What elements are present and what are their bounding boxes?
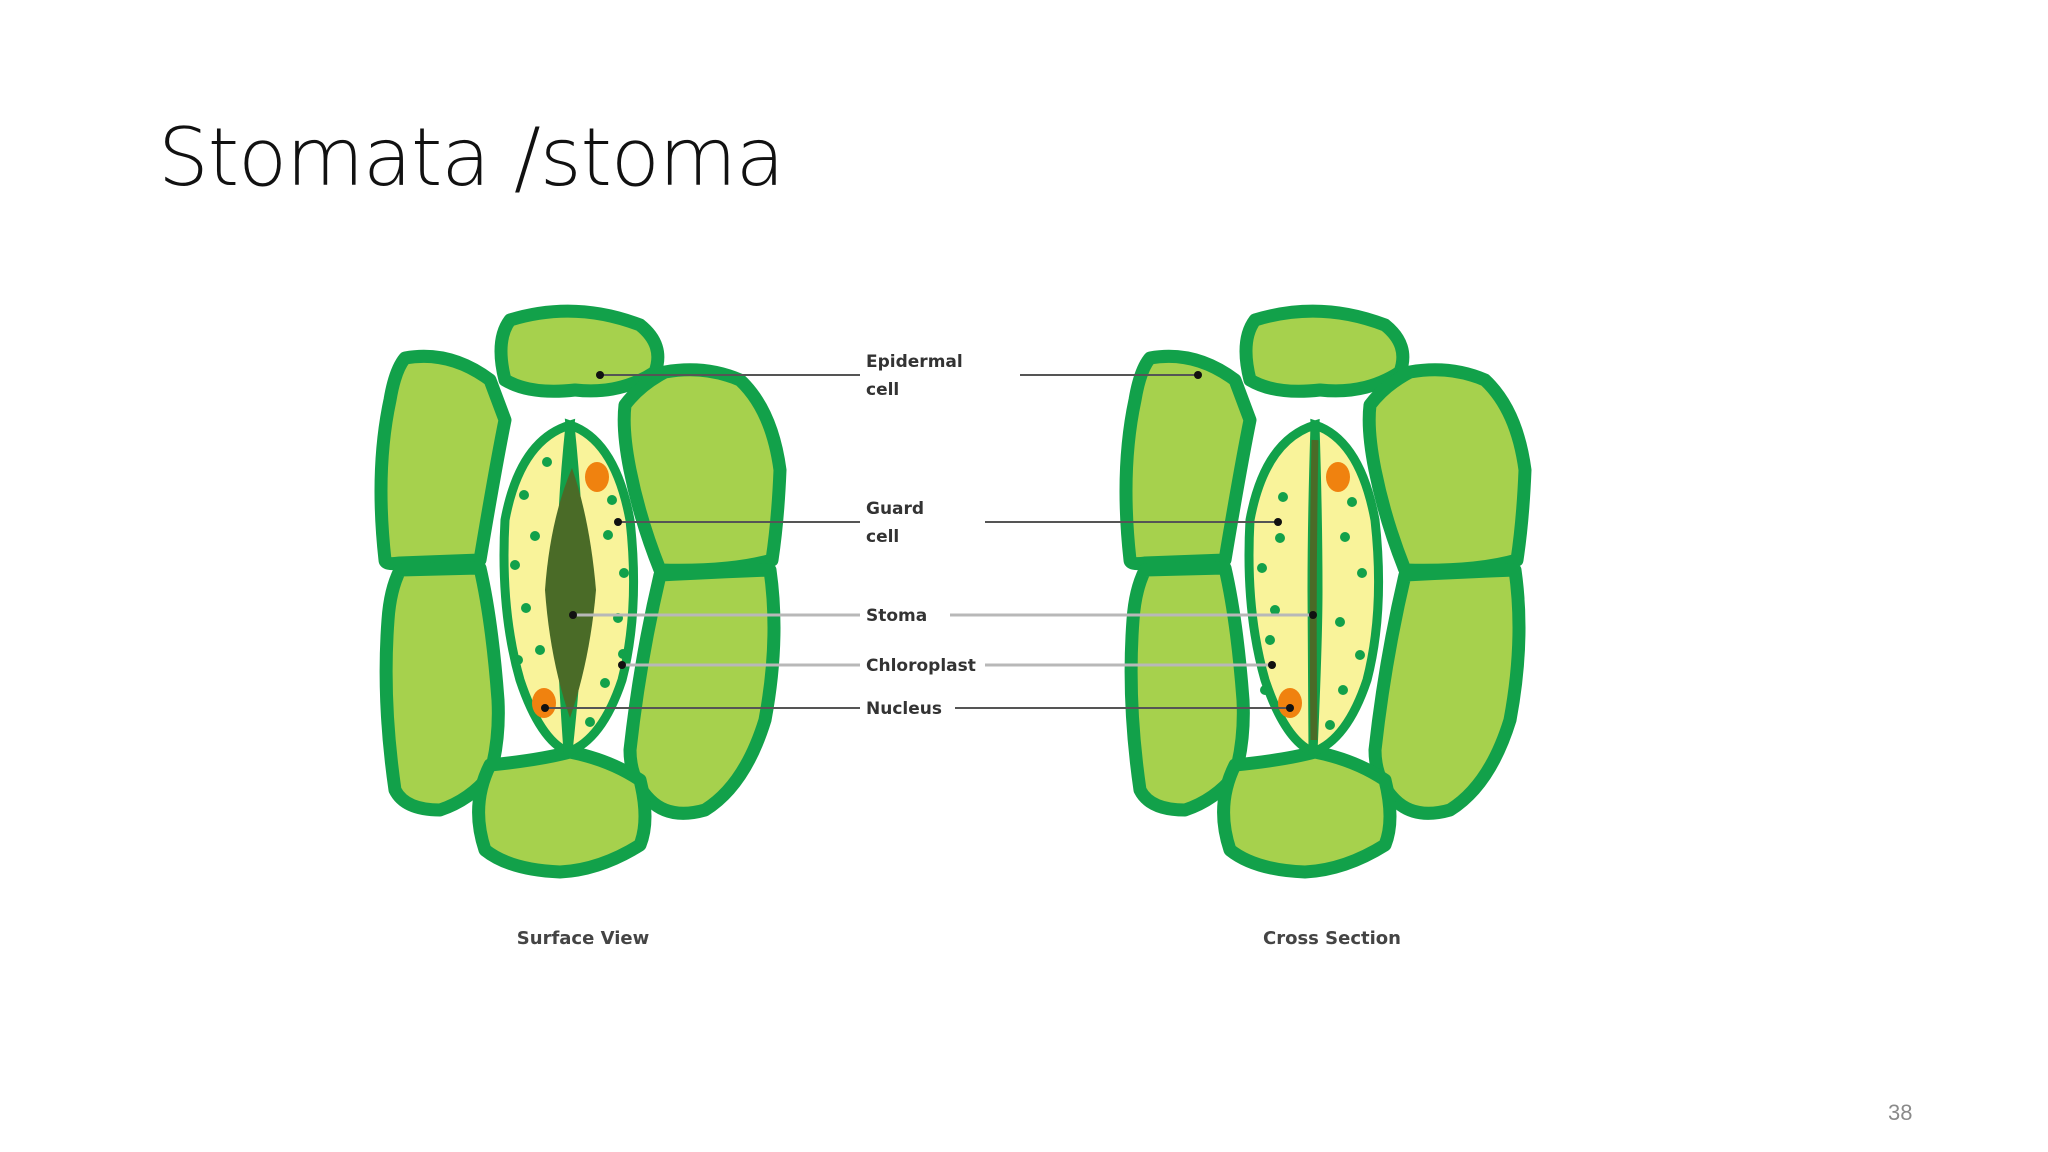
epidermal-cell [1217,745,1397,879]
label-guard-cell-line2: cell [866,527,899,547]
nucleus [585,462,609,492]
chloroplasts [1257,492,1367,730]
epidermal-cell [494,304,665,398]
label-guard-cell-line1: Guard [866,499,924,519]
epidermal-cell [379,561,505,817]
leader-lines [541,371,1317,712]
nucleus [1278,688,1302,718]
epidermal-cell [1124,561,1250,817]
stoma-pore-closed [1309,439,1319,741]
surface-view-figure [374,304,787,879]
guard-cell-right [1308,418,1384,759]
stoma-pore-open [545,468,596,718]
epidermal-cell [472,745,652,879]
label-nucleus: Nucleus [866,699,942,719]
nucleus [1326,462,1350,492]
epidermal-cell [1119,349,1257,571]
label-epidermal-cell-line1: Epidermal [866,352,963,372]
epidermal-cell [374,349,512,571]
cross-section-figure [1119,304,1532,879]
caption-surface-view: Surface View [517,928,649,949]
epidermal-cell [1368,563,1526,820]
label-stoma: Stoma [866,606,927,626]
slide-title: Stomata /stoma [158,111,785,204]
label-chloroplast: Chloroplast [866,656,976,676]
epidermal-cell [1362,363,1532,577]
label-epidermal-cell-line2: cell [866,380,899,400]
slide-number: 38 [1888,1100,1913,1125]
epidermal-cell [1239,304,1410,398]
epidermal-cell [623,563,781,820]
caption-cross-section: Cross Section [1263,928,1401,949]
nucleus [532,688,556,718]
epidermal-cell [617,363,787,577]
